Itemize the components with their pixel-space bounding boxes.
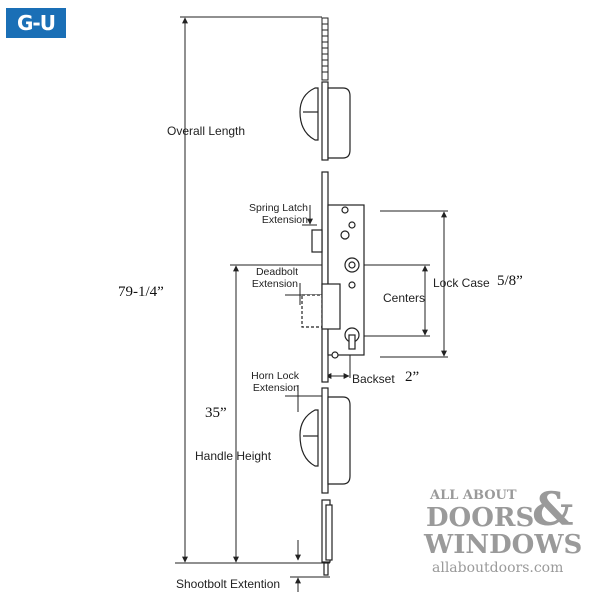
watermark-line3: WINDOWS: [424, 530, 583, 560]
lock-case-value: 5/8”: [497, 273, 523, 289]
lock-case-label: Lock Case: [433, 276, 490, 290]
horn-lock-arrow: [285, 385, 325, 412]
lock-case: [301, 171, 365, 383]
bottom-shootbolt: [321, 499, 333, 576]
lower-hook-lock: [299, 387, 351, 494]
spring-latch-arrow: [302, 205, 317, 226]
lock-case-dimension: [380, 210, 448, 358]
backset-label: Backset: [352, 372, 395, 386]
deadbolt-label: Deadbolt Extension: [251, 266, 298, 290]
handle-height-label: Handle Height: [195, 449, 272, 463]
backset-value: 2”: [405, 369, 420, 385]
shootbolt-arrow: [290, 540, 330, 592]
watermark-url: allaboutdoors.com: [432, 560, 564, 576]
horn-lock-label: Horn Lock Extension: [251, 370, 299, 394]
centers-label: Centers: [383, 291, 426, 305]
overall-length-dimension: [175, 16, 330, 564]
spring-latch-label: Spring Latch Extension: [249, 202, 308, 226]
shootbolt-label: Shootbolt Extention: [176, 577, 281, 591]
overall-length-value: 79-1/4”: [118, 284, 164, 300]
watermark-ampersand: &: [532, 482, 574, 536]
overall-length-label: Overall Length: [167, 124, 246, 138]
gu-logo: G-U: [6, 8, 66, 38]
handle-height-value: 35”: [205, 405, 227, 421]
centers-dimension: [362, 264, 430, 337]
watermark-line1: ALL ABOUT: [430, 488, 517, 503]
watermark-line2: DOORS: [426, 503, 535, 533]
top-slotted-bar: [321, 17, 329, 81]
upper-hook-lock: [299, 81, 351, 161]
